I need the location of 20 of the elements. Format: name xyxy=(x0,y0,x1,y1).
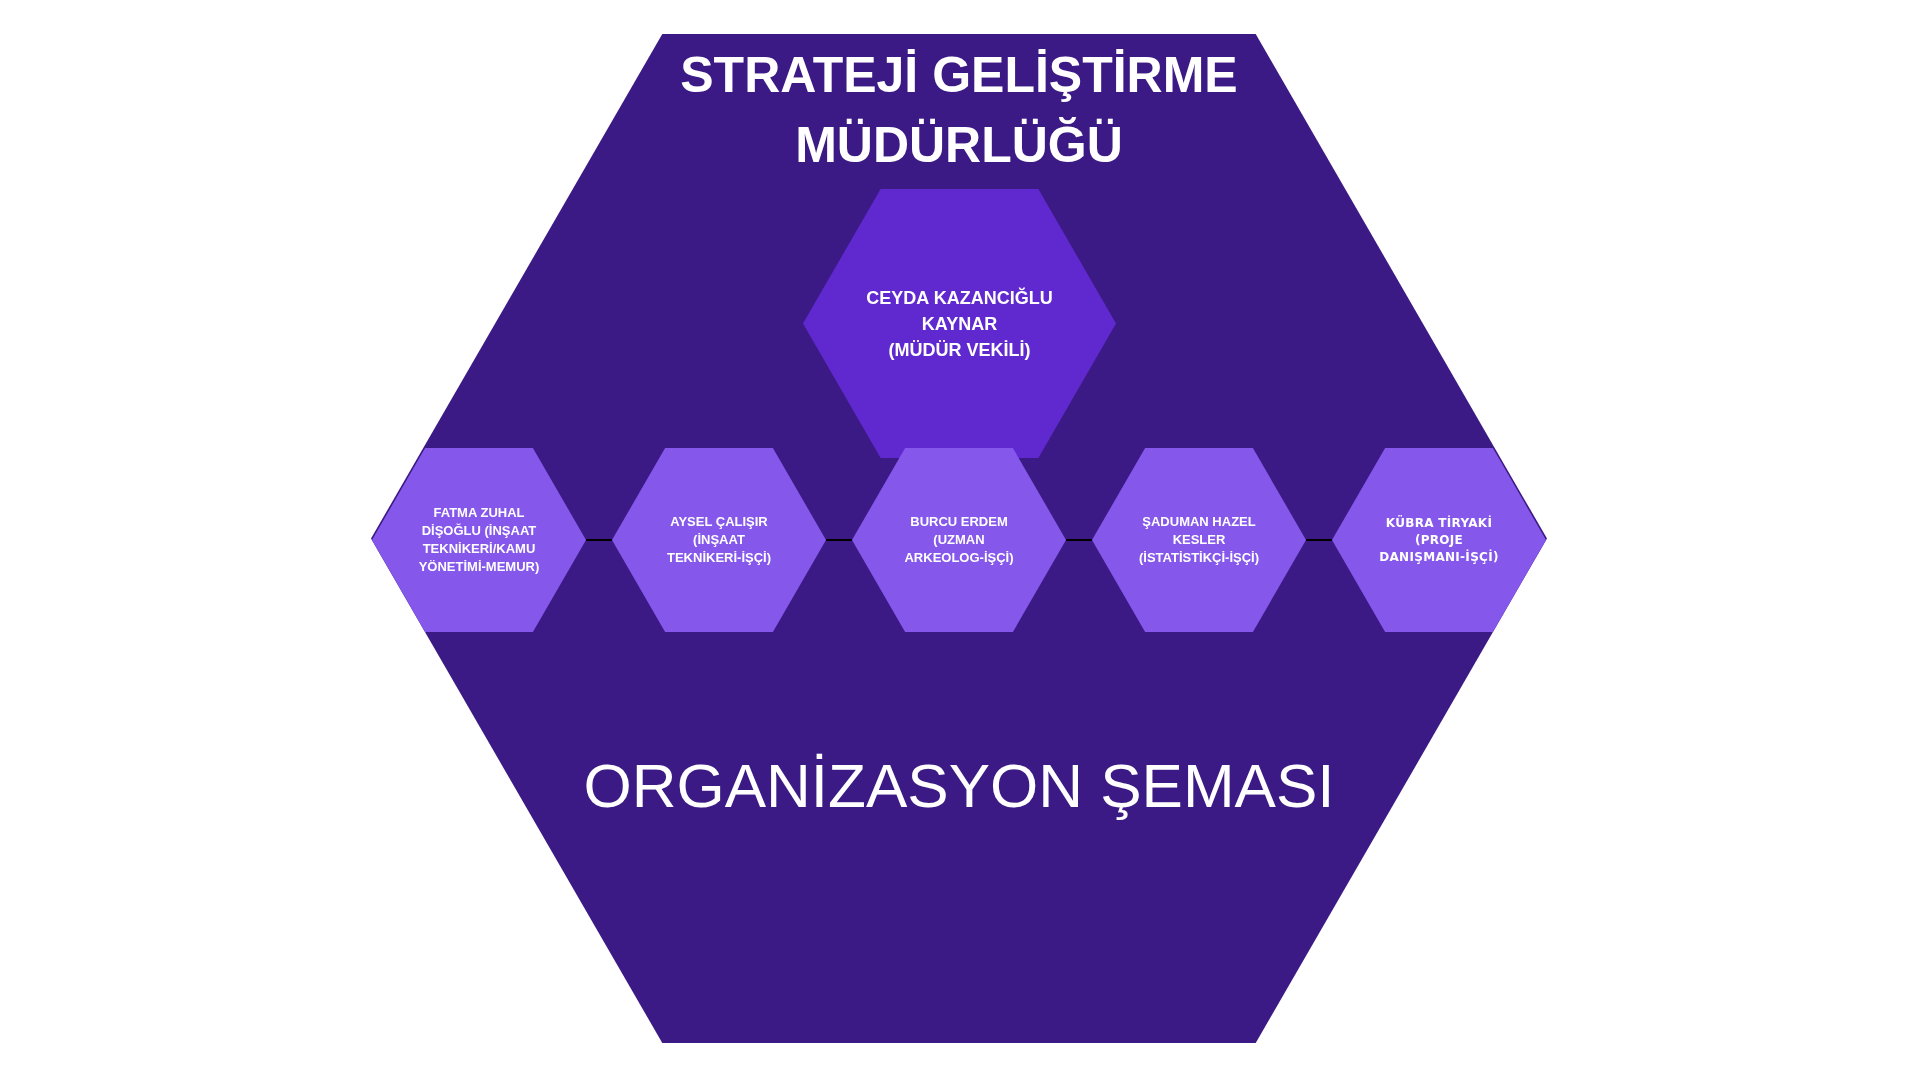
staff-text: BURCU ERDEM (UZMAN ARKEOLOG-İŞÇİ) xyxy=(903,513,1015,567)
hexagon-node xyxy=(1332,448,1546,632)
hexagon-node xyxy=(852,448,1066,632)
name-text: CEYDA KAZANCIĞLU KAYNAR xyxy=(865,286,1054,336)
hexagon-node xyxy=(803,189,1116,458)
staff-text: ŞADUMAN HAZEL KESLER (İSTATİSTİKÇİ-İŞÇİ) xyxy=(1137,513,1261,567)
connector-line xyxy=(1305,539,1333,541)
role-text: (MÜDÜR VEKİLİ) xyxy=(888,338,1031,362)
connector-line xyxy=(585,539,613,541)
hexagon-node xyxy=(612,448,826,632)
connector-line xyxy=(825,539,853,541)
hexagon-node xyxy=(372,448,586,632)
title-text: STRATEJİ GELİŞTİRME MÜDÜRLÜĞÜ xyxy=(679,46,1239,175)
heading-text: ORGANİZASYON ŞEMASI xyxy=(583,750,1335,822)
hexagon-node xyxy=(1092,448,1306,632)
staff-text: FATMA ZUHAL DİŞOĞLU (İNŞAAT TEKNİKERİ/KAMU YÖNETİMİ-MEMUR) xyxy=(417,504,541,576)
large-hexagon xyxy=(371,34,1547,1043)
staff-text: KÜBRA TİRYAKİ (PROJE DANIŞMANI-İŞÇİ) xyxy=(1378,514,1500,566)
staff-text: AYSEL ÇALIŞIR (İNŞAAT TEKNİKERİ-İŞÇİ) xyxy=(666,513,772,567)
connector-line xyxy=(1065,539,1093,541)
